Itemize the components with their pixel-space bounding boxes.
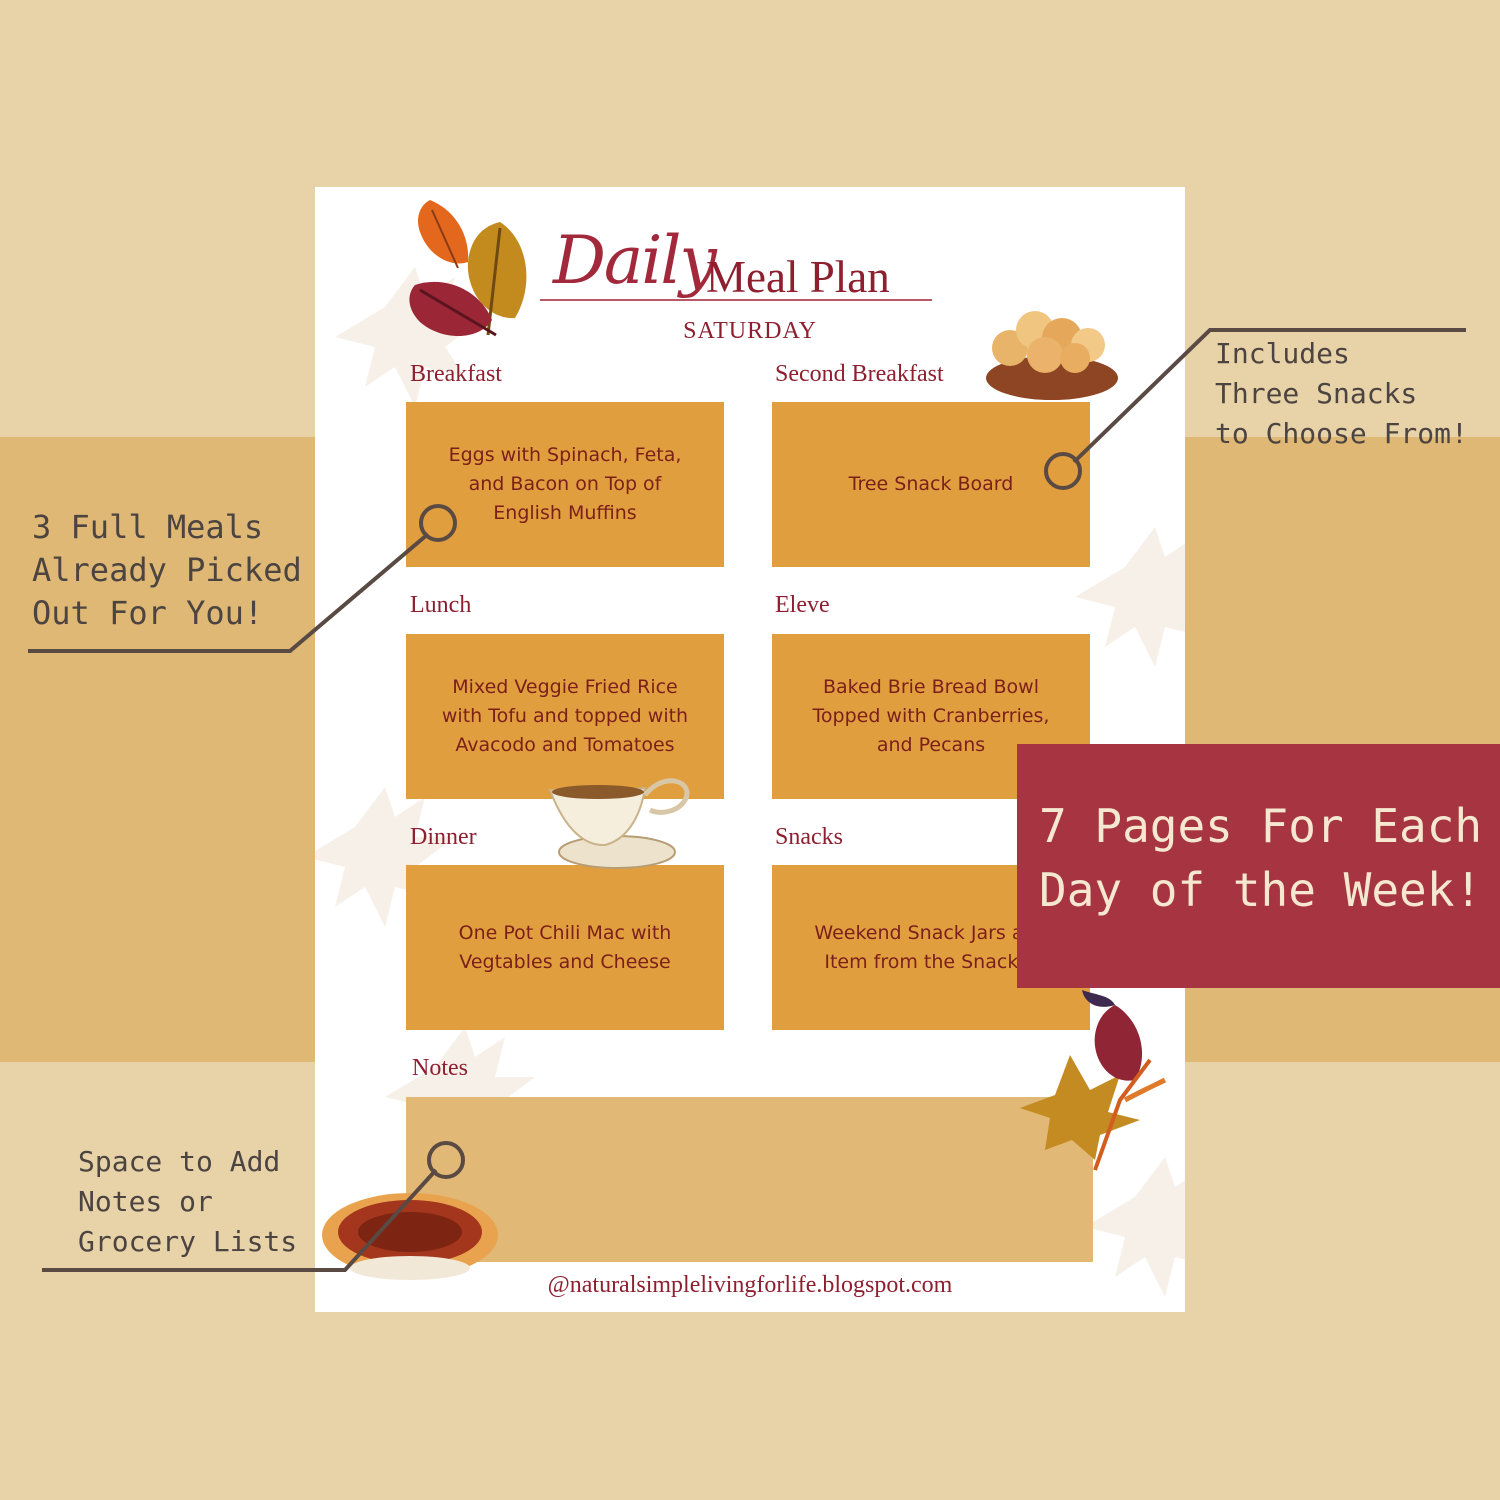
section-label-second-breakfast: Second Breakfast <box>775 361 944 387</box>
meal-text-second-breakfast: Tree Snack Board <box>848 473 1014 495</box>
section-label-breakfast: Breakfast <box>410 361 502 387</box>
callout-line-snacks <box>1044 328 1466 490</box>
callout-meals-line: 3 Full Meals <box>32 508 264 546</box>
callout-notes-line: Notes or <box>78 1185 213 1218</box>
section-label-lunch: Lunch <box>410 592 472 618</box>
meal-text-snacks: Weekend Snack Jars and Item from the Sna… <box>814 921 1048 973</box>
promo-banner: 7 Pages For Each Day of the Week! <box>1017 744 1500 988</box>
section-label-snacks: Snacks <box>775 824 843 850</box>
section-label-dinner: Dinner <box>410 824 477 850</box>
callout-line-meals <box>28 504 457 653</box>
meal-box-second-breakfast: Tree Snack Board <box>772 402 1090 567</box>
notes-box <box>406 1097 1093 1262</box>
meal-box-dinner: One Pot Chili Mac with Vegtables and Che… <box>406 865 724 1030</box>
section-label-eleve: Eleve <box>775 592 830 618</box>
footer-url: @naturalsimplelivingforlife.blogspot.com <box>547 1272 953 1298</box>
callout-snacks-line: Includes <box>1215 337 1350 370</box>
meal-text-breakfast: Eggs with Spinach, Feta, and Bacon on To… <box>448 444 682 524</box>
autumn-leaves-bottom-icon <box>1020 990 1167 1171</box>
section-label-notes: Notes <box>412 1055 468 1081</box>
callout-notes-line: Space to Add <box>78 1145 281 1178</box>
meal-box-breakfast: Eggs with Spinach, Feta, and Bacon on To… <box>406 402 724 567</box>
callout-notes-line: Grocery Lists <box>78 1225 298 1258</box>
callout-snacks-line: to Choose From! <box>1215 417 1468 450</box>
meal-text-eleve: Baked Brie Bread Bowl Topped with Cranbe… <box>812 676 1050 756</box>
callout-meals: 3 Full Meals Already Picked Out For You! <box>32 506 302 635</box>
gravy-boat-icon <box>548 778 690 869</box>
title-script: Daily <box>553 222 717 299</box>
title-underline <box>540 299 932 301</box>
callout-snacks-line: Three Snacks <box>1215 377 1418 410</box>
callout-notes: Space to Add Notes or Grocery Lists <box>78 1142 297 1262</box>
banner-line: 7 Pages For Each <box>1039 799 1483 853</box>
callout-meals-line: Already Picked <box>32 551 302 589</box>
callout-snacks: Includes Three Snacks to Choose From! <box>1215 334 1468 454</box>
callout-line-notes <box>42 1141 465 1272</box>
autumn-leaves-icon <box>409 200 527 337</box>
page-title: Meal Plan <box>706 252 890 302</box>
banner-line: Day of the Week! <box>1039 863 1483 917</box>
bread-basket-icon <box>986 311 1118 400</box>
meal-text-lunch: Mixed Veggie Fried Rice with Tofu and to… <box>441 676 689 756</box>
day-label: SATURDAY <box>683 318 817 344</box>
meal-text-dinner: One Pot Chili Mac with Vegtables and Che… <box>458 921 672 973</box>
meal-box-lunch: Mixed Veggie Fried Rice with Tofu and to… <box>406 634 724 799</box>
pecan-pie-icon <box>322 1193 498 1280</box>
callout-meals-line: Out For You! <box>32 594 264 632</box>
